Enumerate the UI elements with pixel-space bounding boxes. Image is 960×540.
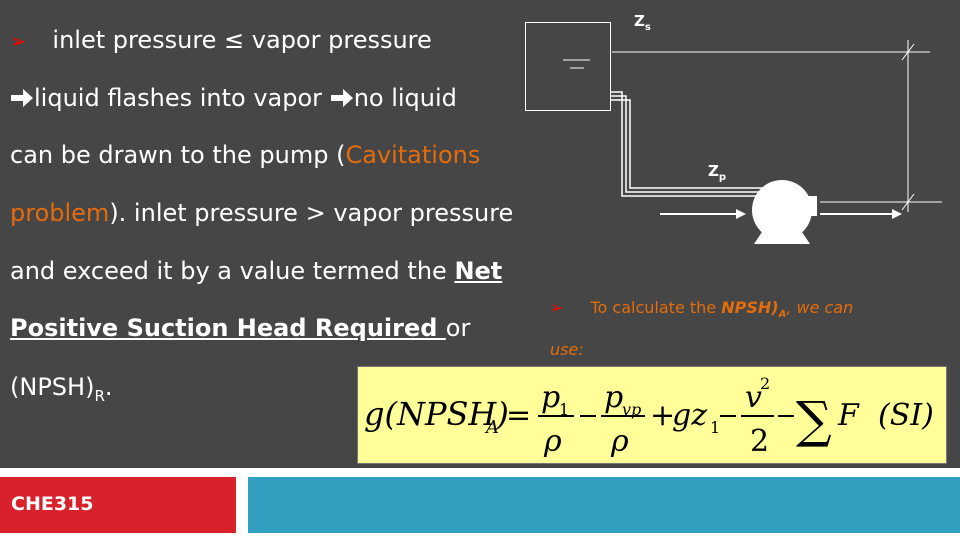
line3a-text: can be drawn to the pump (: [10, 141, 346, 169]
formula-v: v: [745, 380, 762, 415]
line5a-text: and exceed it by a value termed the: [10, 257, 455, 285]
npsh-sub: R: [94, 386, 105, 405]
line4b-text: ). inlet pressure > vapor pressure: [109, 199, 514, 227]
line2a-text: liquid flashes into vapor: [34, 84, 330, 112]
formula-lhs: g(NPSH): [364, 395, 509, 433]
formula-gz-sub: 1: [710, 418, 720, 437]
line6b-text: or: [445, 314, 471, 342]
footer-accent-bar: [248, 477, 960, 533]
formula-two: 2: [750, 424, 769, 459]
formula-p1: p: [541, 380, 560, 415]
formula-pvp-sub: vp: [622, 400, 641, 419]
formula-box: g(NPSH) A = p 1 ρ p vp ρ + gz 1 v 2 2: [357, 366, 947, 464]
right-arrow-icon: [330, 89, 353, 107]
formula-p1-sub: 1: [559, 400, 569, 419]
bullet-text-a: To calculate the: [590, 298, 722, 317]
text-line-5: and exceed it by a value termed the Net: [10, 256, 502, 286]
formula-si: (SI): [878, 398, 934, 433]
problem-text: problem: [10, 199, 110, 227]
bullet-arrow-icon: ➢: [10, 29, 27, 53]
formula-f: F: [837, 398, 860, 433]
net-text: Net: [454, 257, 503, 285]
footer-course-bar: CHE315: [0, 477, 236, 533]
text-line-6: Positive Suction Head Required or: [10, 313, 470, 343]
formula-equals: =: [506, 398, 531, 433]
line1-text: inlet pressure ≤ vapor pressure: [52, 26, 432, 54]
pump-diagram: [563, 40, 942, 244]
zs-label: Zs: [634, 12, 651, 33]
right-arrow-icon: [11, 89, 33, 107]
formula-rho-1: ρ: [543, 424, 562, 459]
course-code: CHE315: [11, 493, 94, 515]
text-line-3: can be drawn to the pump (Cavitations: [10, 140, 480, 170]
npsh-text: (NPSH): [10, 373, 95, 401]
zp-label: Zp: [708, 162, 727, 183]
bullet-arrow-icon: ➢: [550, 298, 564, 317]
slide-content: ➢ inlet pressure ≤ vapor pressure liquid…: [0, 0, 960, 468]
cavitations-text: Cavitations: [345, 141, 481, 169]
bullet-text-use: use:: [550, 340, 584, 359]
formula-gz: gz: [672, 398, 707, 433]
formula-v-sup: 2: [760, 374, 770, 393]
bullet-text-sub: A: [778, 309, 787, 321]
text-line-2: liquid flashes into vapor no liquid: [10, 83, 457, 113]
tank: [525, 22, 611, 111]
npsh-a-bullet: ➢ To calculate the NPSH)A, we can: [550, 296, 853, 327]
period-text: .: [104, 373, 113, 401]
line2b-text: no liquid: [353, 84, 457, 112]
formula-pvp: p: [604, 380, 623, 415]
formula-sum: ∑: [796, 391, 832, 449]
formula-rho-2: ρ: [610, 424, 629, 459]
formula-plus: +: [650, 398, 675, 433]
bullet-text-c: , we can: [786, 298, 854, 317]
npsh-formula: g(NPSH) A = p 1 ρ p vp ρ + gz 1 v 2 2: [364, 374, 934, 459]
text-line-7: (NPSH)R.: [10, 372, 113, 411]
npsh-required-text: Positive Suction Head Required: [10, 314, 446, 342]
text-line-4: problem). inlet pressure > vapor pressur…: [10, 198, 513, 228]
text-line-1: ➢ inlet pressure ≤ vapor pressure: [10, 25, 432, 56]
formula-lhs-sub: A: [484, 417, 499, 438]
bullet-text-npsh: NPSH): [721, 298, 779, 317]
